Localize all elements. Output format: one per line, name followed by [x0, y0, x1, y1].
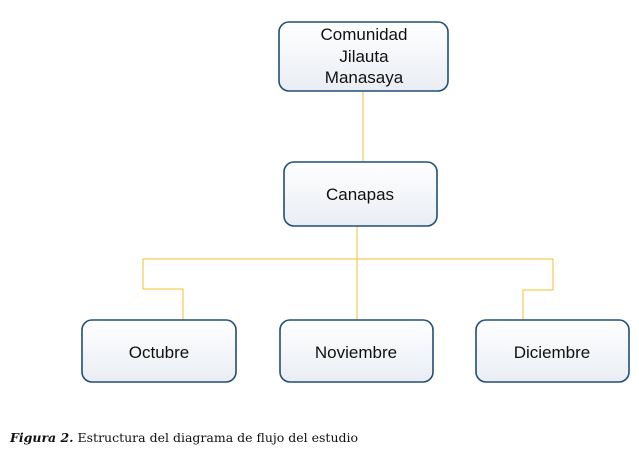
- node-octubre: Octubre: [81, 319, 237, 383]
- node-label: Canapas: [326, 185, 394, 204]
- node-canapas: Canapas: [283, 161, 438, 227]
- node-box: [278, 21, 449, 92]
- node-noviembre: Noviembre: [279, 319, 434, 383]
- node-label: Diciembre: [514, 343, 591, 362]
- node-label-line-3: Manasaya: [325, 68, 404, 87]
- node-label: Noviembre: [315, 343, 397, 362]
- connectors: [142, 91, 554, 320]
- node-box: [279, 319, 434, 383]
- connector-to-diciembre: [522, 259, 554, 320]
- node-box: [475, 319, 630, 383]
- node-label-line-1: Comunidad: [321, 25, 408, 44]
- node-box: [283, 161, 438, 227]
- node-label: Octubre: [129, 343, 189, 362]
- node-comunidad-jilauta-manasaya: Comunidad Jilauta Manasaya: [278, 21, 449, 92]
- node-diciembre: Diciembre: [475, 319, 630, 383]
- node-label-line-2: Jilauta: [339, 47, 389, 66]
- figure-caption-text: Estructura del diagrama de flujo del est…: [73, 430, 359, 445]
- figure-label: Figura 2.: [10, 430, 74, 445]
- connector-to-octubre: [142, 259, 184, 320]
- figure-caption: Figura 2. Estructura del diagrama de flu…: [10, 430, 358, 445]
- node-box: [81, 319, 237, 383]
